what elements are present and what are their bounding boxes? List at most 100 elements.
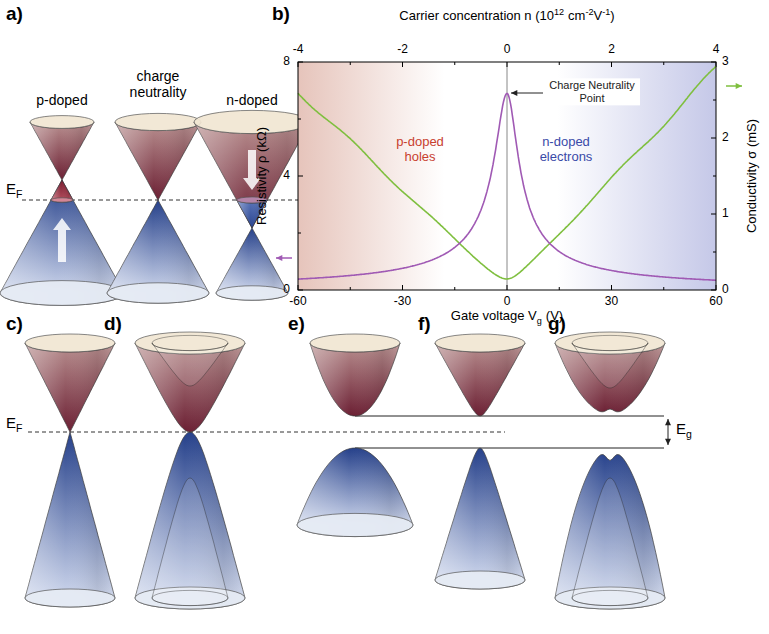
valence-band bbox=[297, 448, 413, 537]
valence-cone-shine bbox=[0, 180, 124, 305]
valence-band bbox=[555, 455, 665, 610]
callout-arrow-head bbox=[511, 90, 517, 96]
label-text: e) bbox=[288, 313, 305, 335]
valence-band-rim bbox=[297, 513, 413, 536]
valence-cone-shine bbox=[216, 228, 288, 300]
valence-band-inner bbox=[572, 478, 648, 606]
label-text: 8 bbox=[283, 55, 290, 69]
label-text: 2 bbox=[722, 131, 729, 145]
label-text: 4 bbox=[283, 169, 290, 183]
label-text: p-doped bbox=[36, 92, 87, 108]
conduction-cone bbox=[30, 122, 94, 180]
label-text: 0 bbox=[722, 283, 729, 297]
label-text: b) bbox=[272, 3, 290, 25]
label-text: 0 bbox=[283, 283, 290, 297]
conduction-band-inner-rim bbox=[572, 335, 648, 350]
label-text: 0 bbox=[504, 43, 511, 57]
axis-tick bbox=[402, 62, 403, 67]
label-text: 1 bbox=[722, 207, 729, 221]
gap-edge-line bbox=[355, 448, 664, 449]
conduction-band bbox=[555, 343, 665, 412]
label-text: n-doped bbox=[226, 92, 277, 108]
label-text: F bbox=[16, 422, 22, 434]
label-text: 3 bbox=[722, 55, 729, 69]
conduction-band-inner bbox=[572, 343, 648, 388]
axis-tick bbox=[298, 176, 303, 177]
conduction-band-shine bbox=[555, 343, 665, 412]
label-text: -1 bbox=[602, 7, 610, 17]
label-text: 4 bbox=[713, 43, 720, 57]
label-text: 60 bbox=[709, 295, 722, 309]
label-text: p-doped holes bbox=[384, 135, 456, 165]
conduction-cone-shine bbox=[194, 122, 310, 228]
label-text: E bbox=[6, 180, 16, 197]
conduction-band-rim bbox=[435, 334, 525, 352]
conduction-band-inner bbox=[152, 343, 228, 386]
valence-band-shine bbox=[555, 455, 665, 610]
conduction-band bbox=[310, 343, 400, 416]
valence-band-rim bbox=[435, 571, 525, 589]
valence-band-shine bbox=[135, 432, 245, 609]
conduction-cone-shine bbox=[25, 343, 115, 432]
conduction-cone bbox=[25, 343, 115, 432]
label-text: n-doped electrons bbox=[526, 135, 606, 165]
conduction-band-rim bbox=[555, 332, 665, 354]
conduction-band-rim bbox=[135, 332, 245, 354]
label-text: Carrier concentration n (10 bbox=[399, 9, 554, 24]
valence-cone-rim bbox=[25, 589, 115, 607]
axis-tick bbox=[711, 214, 716, 215]
axis-tick bbox=[611, 62, 612, 67]
label-group: EF bbox=[6, 414, 22, 434]
neutrality-line bbox=[507, 62, 508, 290]
conduction-cone-rim bbox=[30, 116, 94, 129]
label-text: (V) bbox=[546, 308, 563, 323]
label-text: Charge Neutrality Point bbox=[544, 78, 640, 105]
label-text: E bbox=[676, 420, 686, 437]
conduction-band-shine bbox=[435, 343, 525, 416]
label-text: f) bbox=[418, 313, 431, 335]
label-text: c) bbox=[6, 313, 23, 335]
conduction-cone-rim bbox=[194, 110, 310, 133]
hole-pocket bbox=[51, 180, 73, 202]
valence-band bbox=[135, 432, 245, 609]
valence-band-inner bbox=[152, 478, 228, 606]
hole-pocket-rim bbox=[51, 198, 73, 202]
conduction-cone bbox=[194, 122, 310, 228]
label-text: g bbox=[537, 316, 542, 326]
label-text: V bbox=[594, 9, 603, 24]
gap-edge-line bbox=[355, 416, 664, 417]
label-text: d) bbox=[104, 313, 122, 335]
conduction-cone-rim bbox=[25, 334, 115, 352]
label-text: g bbox=[686, 428, 692, 440]
label-text: -2 bbox=[397, 43, 408, 57]
conduction-band-inner-rim bbox=[152, 335, 228, 350]
valence-cone-shine bbox=[25, 432, 115, 607]
conductivity-curve bbox=[298, 66, 716, 279]
filling-arrow bbox=[53, 218, 71, 262]
axis-tick bbox=[507, 62, 508, 67]
gap-arrow-head bbox=[665, 419, 671, 425]
conduction-band bbox=[135, 343, 245, 432]
label-text: 12 bbox=[554, 7, 564, 17]
valence-band-shine bbox=[297, 448, 413, 537]
label-group: Eg bbox=[676, 420, 692, 440]
axis-key-arrow-head bbox=[736, 83, 742, 89]
valence-cone-rim bbox=[0, 281, 124, 306]
valence-band-inner-rim bbox=[572, 590, 648, 605]
label-text: -30 bbox=[394, 295, 411, 309]
axis-tick bbox=[402, 285, 403, 290]
label-text: cm bbox=[568, 9, 585, 24]
label-text: Resistivity ρ (kΩ) bbox=[255, 127, 270, 225]
valence-cone bbox=[107, 200, 209, 303]
label-text: E bbox=[6, 414, 16, 431]
valence-cone bbox=[216, 228, 288, 300]
axis-tick bbox=[611, 285, 612, 290]
label-group: EF bbox=[6, 180, 22, 200]
plot-frame bbox=[298, 62, 716, 290]
label-text: 2 bbox=[608, 43, 615, 57]
label-text: Conductivity σ (mS) bbox=[745, 119, 760, 233]
conduction-band-shine bbox=[135, 343, 245, 432]
label-text: a) bbox=[6, 3, 23, 25]
axis-key-arrow-head bbox=[276, 255, 282, 261]
